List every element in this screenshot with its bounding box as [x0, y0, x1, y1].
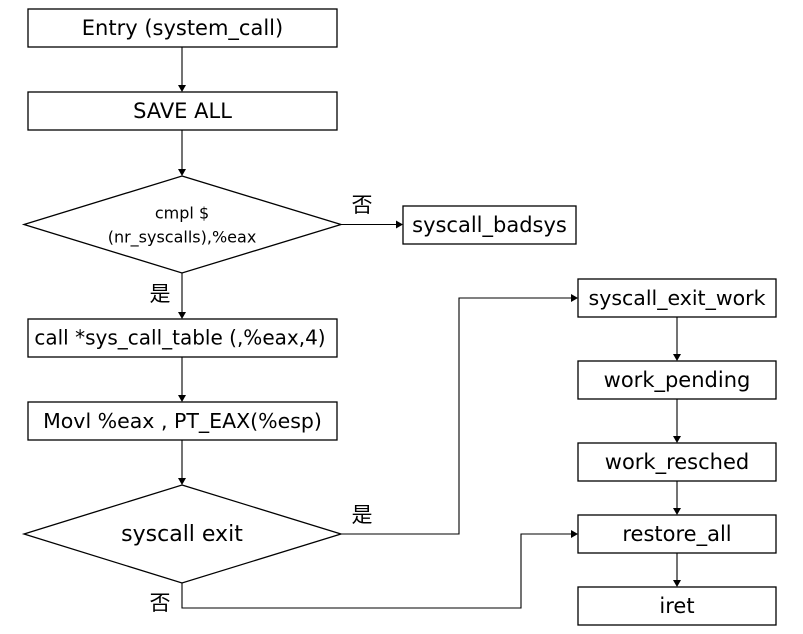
cmpl-yes-label: 是	[150, 282, 171, 306]
cmpl-label-line2: (nr_syscalls),%eax	[108, 228, 257, 248]
call-table-label: call *sys_call_table (,%eax,4)	[34, 326, 325, 350]
edge-exit-work-pending	[673, 317, 681, 361]
syscall-exit-label: syscall exit	[121, 522, 243, 547]
edge-restore-iret	[673, 553, 681, 587]
edge-exit-no-to-restore	[181, 530, 578, 609]
badsys-box	[402, 205, 577, 245]
edge-save-cmpl	[178, 130, 186, 176]
exit-no-label: 否	[150, 591, 171, 615]
exit-work-box	[577, 278, 777, 318]
cmpl-decision	[21, 175, 344, 274]
badsys-label: syscall_badsys	[412, 213, 567, 238]
save-all-label: SAVE ALL	[133, 99, 232, 123]
edge-entry-save	[178, 47, 186, 92]
work-pending-label: work_pending	[604, 368, 751, 393]
exit-work-label: syscall_exit_work	[589, 286, 766, 311]
iret-label: iret	[659, 594, 694, 618]
entry-box	[27, 8, 338, 48]
cmpl-no-label: 否	[352, 193, 373, 217]
edge-movl-exit	[178, 440, 186, 485]
cmpl-label-line1: cmpl $	[155, 204, 209, 223]
call-table-box	[27, 318, 338, 358]
entry-label: Entry (system_call)	[82, 16, 283, 41]
restore-all-label: restore_all	[622, 522, 731, 547]
edge-resched-restore	[673, 481, 681, 515]
save-all-box	[27, 91, 338, 131]
edge-call-movl	[178, 357, 186, 402]
edge-exit-yes-to-exit-work	[341, 294, 578, 535]
movl-label: Movl %eax , PT_EAX(%esp)	[43, 409, 322, 434]
exit-yes-label: 是	[352, 503, 373, 527]
work-resched-label: work_resched	[605, 450, 749, 475]
edge-cmpl-call	[178, 273, 186, 319]
edge-cmpl-badsys	[341, 220, 403, 229]
work-pending-box	[577, 360, 777, 400]
edge-pending-resched	[673, 399, 681, 443]
